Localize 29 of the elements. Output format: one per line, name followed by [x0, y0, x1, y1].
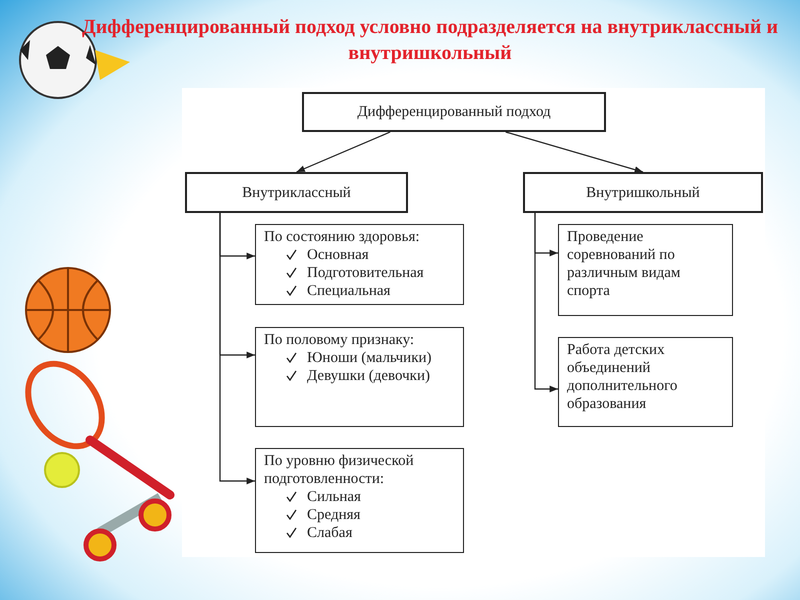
list-item: Средняя — [307, 506, 360, 524]
arrow — [219, 213, 255, 484]
arrow — [506, 131, 644, 173]
box-heading: По состоянию здоровья: — [264, 228, 421, 246]
box-heading: По половому признаку: — [264, 331, 416, 349]
arrow — [534, 213, 558, 392]
criteria-box — [558, 224, 733, 316]
list-item: Специальная — [307, 282, 390, 300]
list-item: Девушки (девочки) — [307, 367, 430, 385]
criteria-box — [255, 448, 464, 553]
slide-title: Дифференцированный подход условно подразделяется на внутриклассный и внутришкольный — [81, 15, 779, 66]
box-heading: Внутришкольный — [586, 184, 700, 202]
list-item: Подготовительная — [307, 264, 424, 282]
box-heading: Дифференцированный подход — [357, 103, 551, 121]
list-item: Сильная — [307, 488, 361, 506]
criteria-box — [255, 224, 464, 305]
list-item: Основная — [307, 246, 369, 264]
list-item: Слабая — [307, 524, 352, 542]
list-item: Юноши (мальчики) — [307, 349, 432, 367]
criteria-box — [255, 327, 464, 427]
box-heading: По уровню физической подготовленности: — [264, 452, 415, 488]
criteria-box — [558, 337, 733, 427]
category-box — [302, 92, 606, 132]
category-box — [185, 172, 408, 213]
arrow — [296, 131, 390, 173]
category-box — [523, 172, 763, 213]
box-heading: Проведение соревнований по различным видам спорта — [567, 228, 682, 300]
box-heading: Внутриклассный — [242, 184, 351, 202]
box-heading: Работа детских объединений дополнительного образования — [567, 341, 678, 413]
